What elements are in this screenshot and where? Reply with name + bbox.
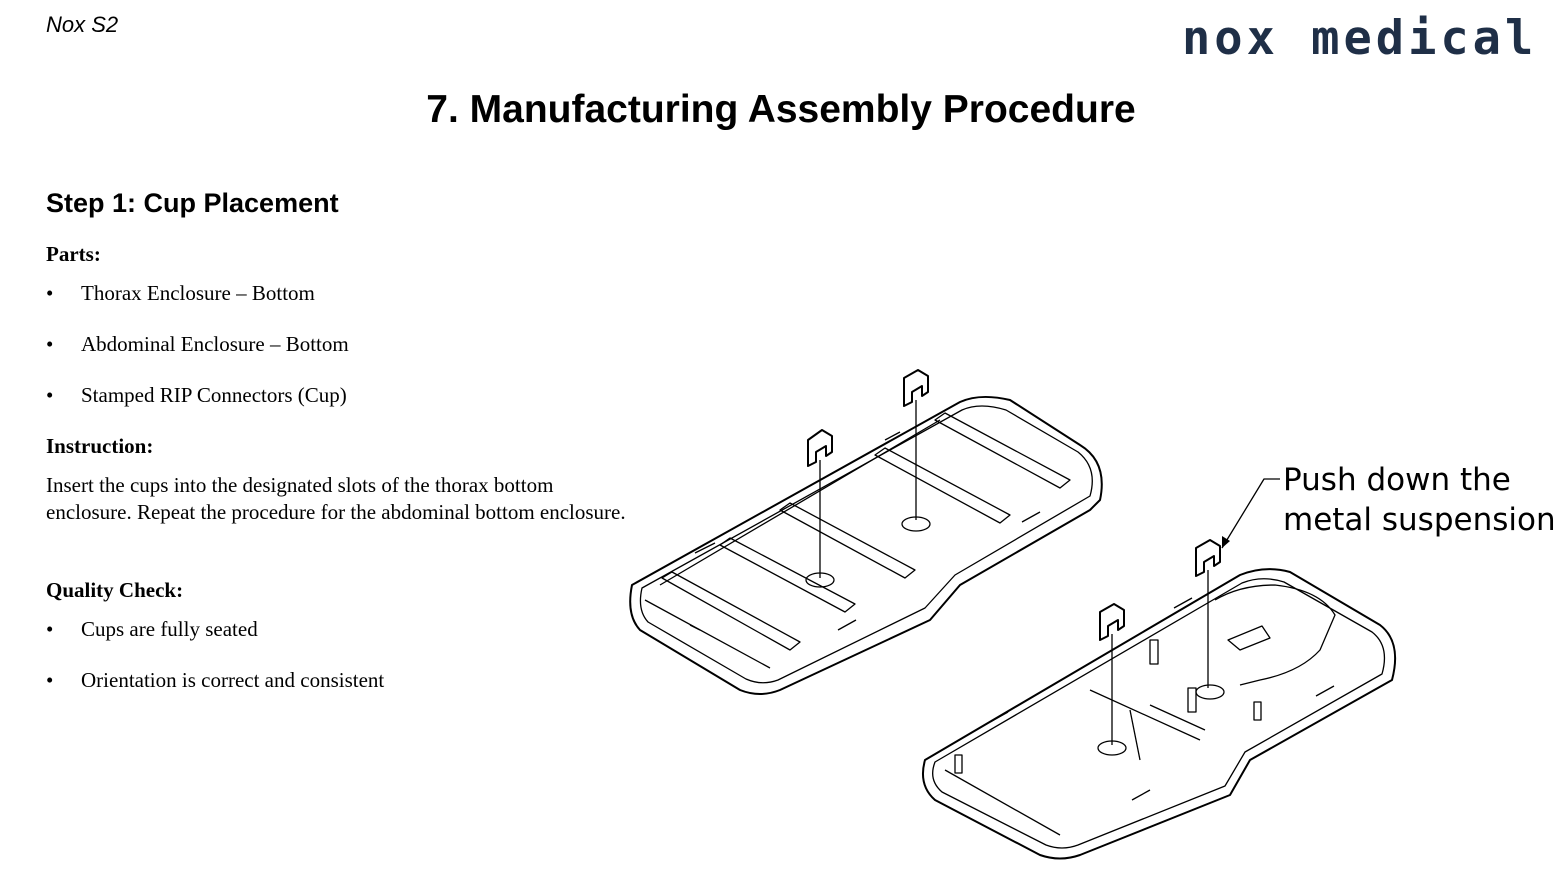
part-rip-connectors: Stamped RIP Connectors (Cup)	[81, 383, 347, 407]
bullet-glyph: •	[46, 668, 54, 692]
instruction-text: Insert the cups into the designated slot…	[46, 473, 626, 524]
callout-line-2: metal suspension	[1283, 502, 1556, 538]
instruction-label: Instruction:	[46, 434, 154, 458]
nox-medical-logo: nox medical	[1182, 11, 1537, 66]
abdominal-enclosure-bottom	[922, 539, 1396, 860]
bullet-glyph: •	[46, 383, 54, 407]
part-thorax-enclosure: Thorax Enclosure – Bottom	[81, 281, 315, 305]
part-abdominal-enclosure: Abdominal Enclosure – Bottom	[81, 332, 349, 356]
callout-arrow	[1221, 478, 1280, 549]
list-item: • Stamped RIP Connectors (Cup)	[46, 383, 347, 408]
callout-line-1: Push down the	[1283, 462, 1511, 498]
callout-text: Push down the metal suspension	[1283, 460, 1556, 540]
quality-check-label: Quality Check:	[46, 578, 184, 602]
list-item: • Orientation is correct and consistent	[46, 668, 384, 693]
assembly-illustration	[629, 369, 1396, 860]
page-title: 7. Manufacturing Assembly Procedure	[426, 88, 1136, 131]
step-title: Step 1: Cup Placement	[46, 188, 339, 218]
thorax-enclosure-bottom	[629, 369, 1103, 695]
quality-item-seated: Cups are fully seated	[81, 617, 258, 641]
quality-item-orientation: Orientation is correct and consistent	[81, 668, 385, 692]
list-item: • Cups are fully seated	[46, 617, 258, 642]
logo-text: nox medical	[1182, 11, 1537, 66]
list-item: • Thorax Enclosure – Bottom	[46, 281, 315, 306]
bullet-glyph: •	[46, 617, 54, 641]
bullet-glyph: •	[46, 332, 54, 356]
bullet-glyph: •	[46, 281, 54, 305]
list-item: • Abdominal Enclosure – Bottom	[46, 332, 349, 357]
document-name: Nox S2	[46, 12, 119, 37]
parts-label: Parts:	[46, 242, 101, 266]
